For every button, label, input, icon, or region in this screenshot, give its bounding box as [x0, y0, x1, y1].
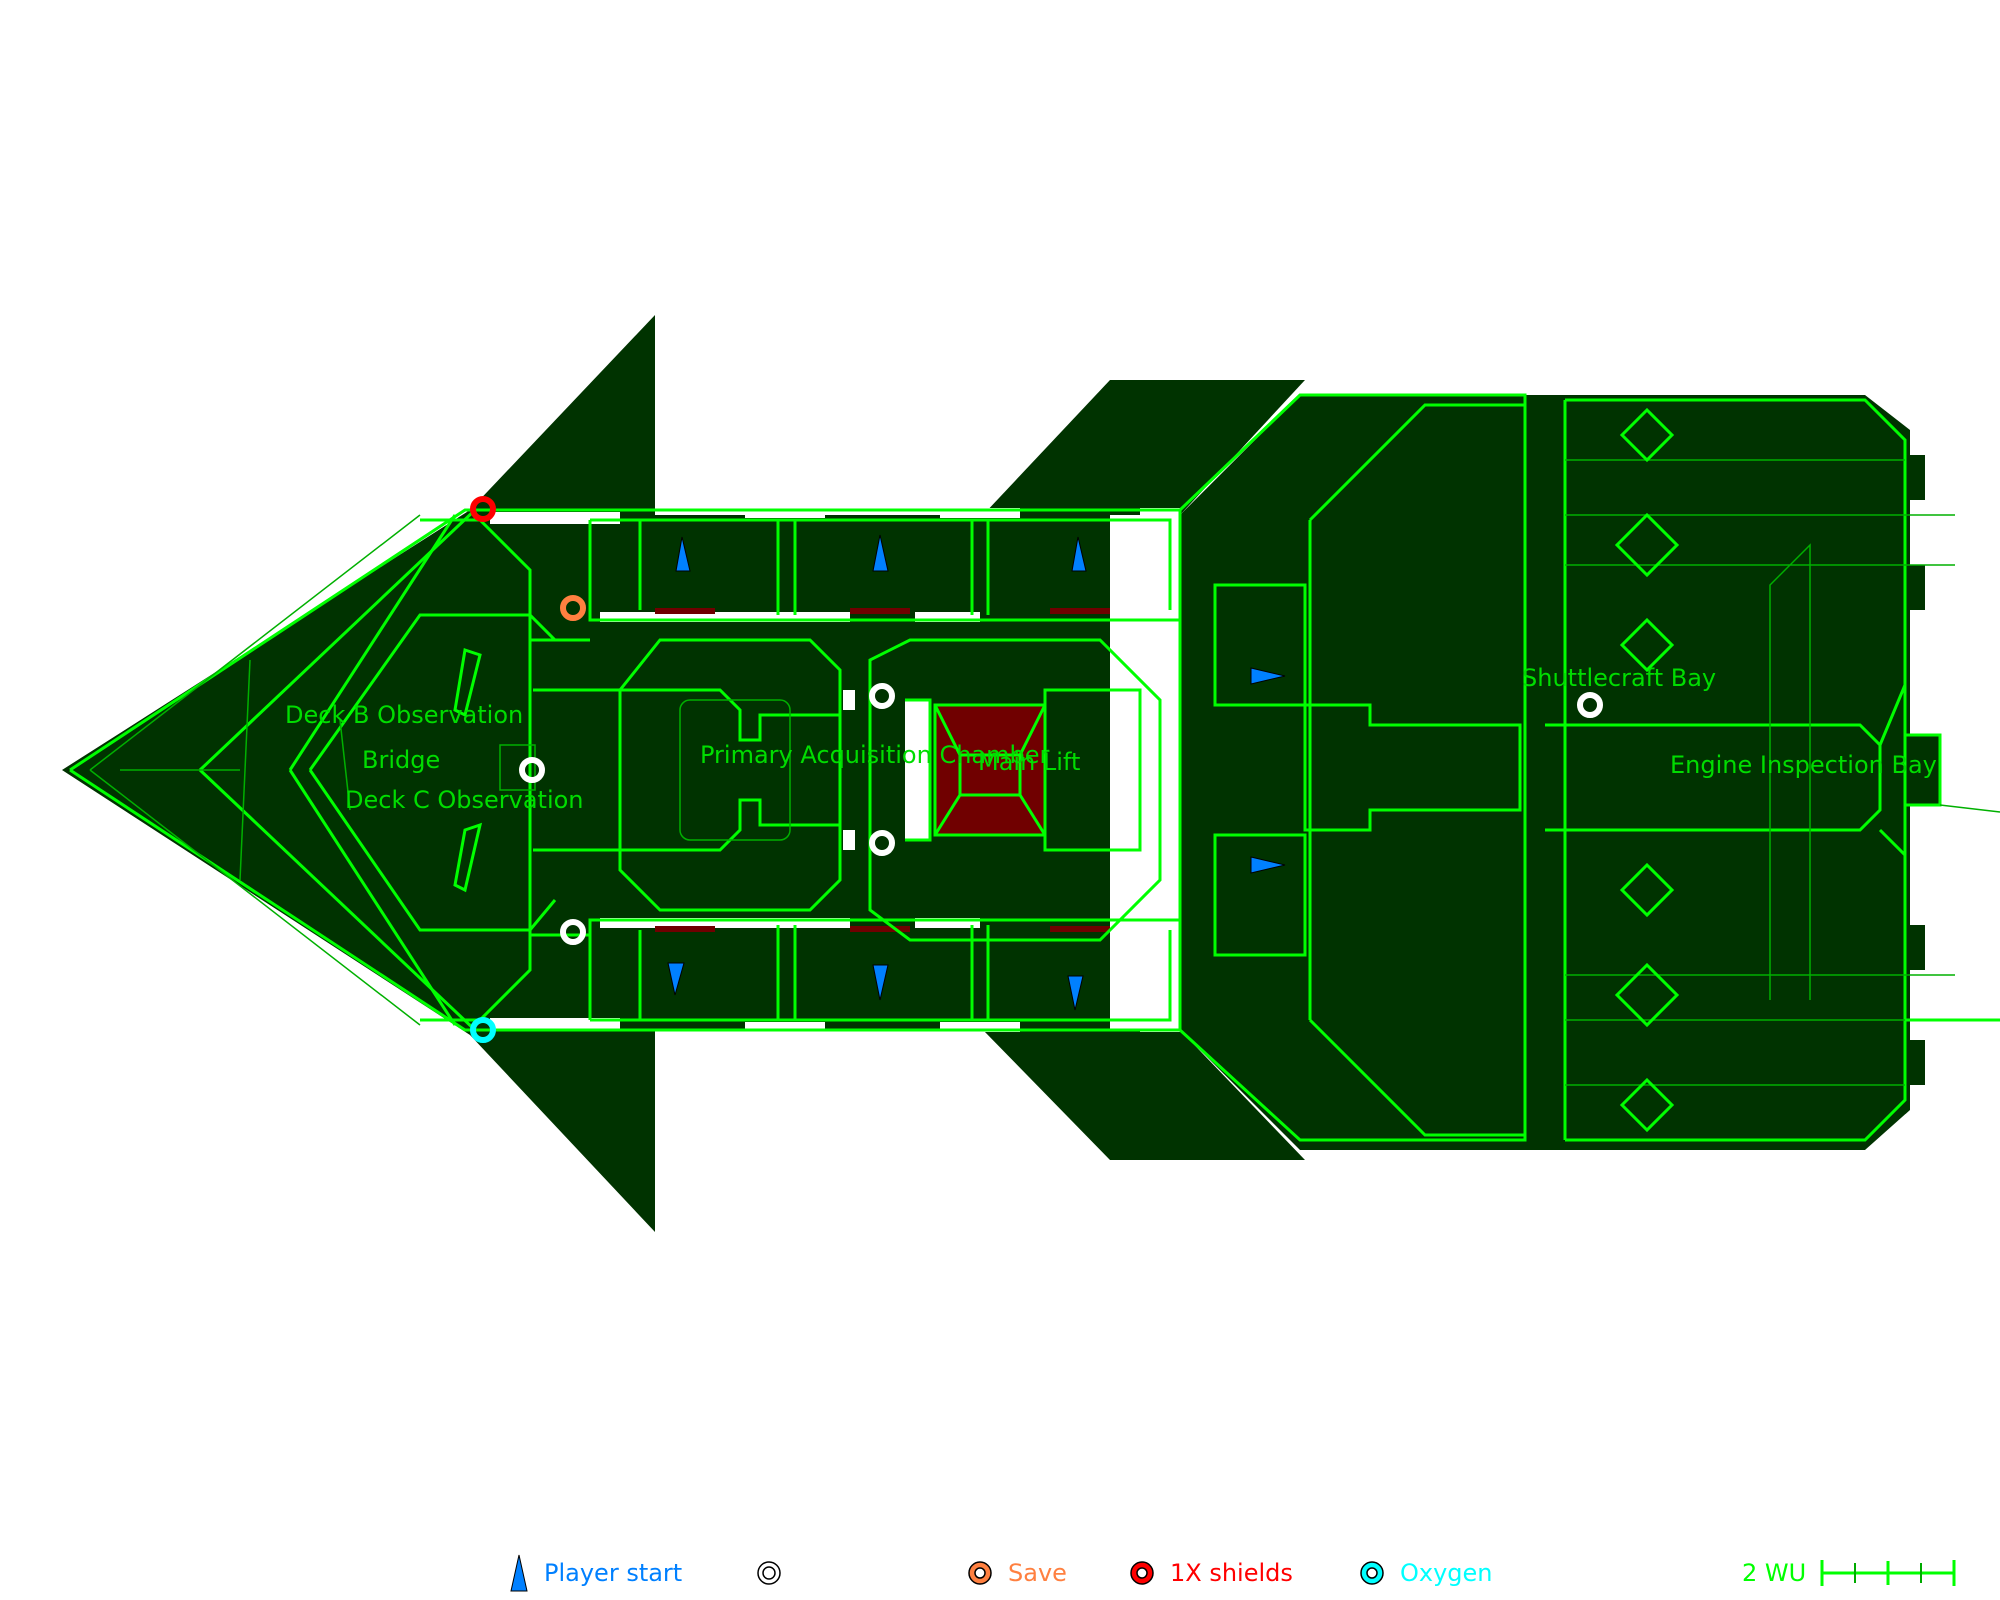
player-start-icon[interactable]: [1071, 536, 1087, 572]
scale-ruler-icon: [1820, 1560, 1956, 1586]
legend-shields: 1X shields: [1128, 1559, 1293, 1587]
engine-fin-1: [1905, 455, 1925, 500]
item-markers: [470, 496, 1603, 1043]
player-start-icon[interactable]: [1250, 856, 1286, 874]
generic-item-icon[interactable]: [519, 757, 545, 783]
shields-ring-icon: [1130, 1561, 1154, 1585]
room-label-engine-inspection-bay: Engine Inspection Bay: [1670, 751, 1937, 779]
shields-item-icon[interactable]: [470, 496, 496, 522]
generic-item-ring-icon: [757, 1561, 781, 1585]
player-start-triangle-icon: [510, 1554, 528, 1592]
oxygen-ring-icon: [1360, 1561, 1384, 1585]
room-label-deck-c-observation: Deck C Observation: [345, 786, 584, 814]
oxygen-item-icon[interactable]: [470, 1017, 496, 1043]
legend-label-save: Save: [1008, 1559, 1067, 1587]
room-label-main-lift: Main Lift: [978, 748, 1080, 776]
player-start-icon[interactable]: [872, 964, 889, 1001]
legend-player-start: Player start: [508, 1553, 682, 1593]
legend-label-player-start: Player start: [544, 1559, 683, 1587]
legend: Player start Save 1X shields Oxygen 2 WU: [0, 1548, 2000, 1598]
room-label-bridge: Bridge: [362, 746, 440, 774]
engine-fin-3: [1905, 925, 1925, 970]
generic-item-icon[interactable]: [869, 683, 895, 709]
scale-bar: 2 WU: [1742, 1558, 1956, 1588]
bow-walls: [69, 508, 590, 1032]
room-label-shuttlecraft-bay: Shuttlecraft Bay: [1522, 664, 1716, 692]
generic-item-icon[interactable]: [869, 830, 895, 856]
hull: [62, 315, 1940, 1232]
generic-item-icon[interactable]: [560, 919, 586, 945]
upper-wing-hull: [983, 380, 1305, 515]
aft-section: [1178, 393, 2000, 1142]
room-label-deck-b-observation: Deck B Observation: [285, 701, 523, 729]
engine-fin-4: [1905, 1040, 1925, 1085]
legend-save: Save: [966, 1559, 1067, 1587]
legend-generic-item: [755, 1559, 783, 1587]
room-label-primary-acquisition-chamber: Primary Acquisition Chamber: [700, 741, 1050, 769]
lower-wing-hull: [983, 1030, 1305, 1160]
bow-hull: [62, 315, 1110, 1232]
player-start-icon[interactable]: [872, 534, 889, 572]
stern-hull: [1180, 395, 1910, 1150]
player-start-icon[interactable]: [1067, 975, 1084, 1011]
engine-fin-2: [1905, 565, 1925, 610]
scale-label: 2 WU: [1742, 1559, 1807, 1587]
generic-item-icon[interactable]: [1577, 692, 1603, 718]
player-start-icon[interactable]: [1250, 667, 1286, 685]
legend-label-oxygen: Oxygen: [1400, 1559, 1493, 1587]
player-start-icon[interactable]: [667, 962, 685, 996]
save-ring-icon: [968, 1561, 992, 1585]
room-labels: Deck B Observation Bridge Deck C Observa…: [285, 664, 1937, 814]
save-item-icon[interactable]: [560, 595, 586, 621]
legend-label-shields: 1X shields: [1170, 1559, 1293, 1587]
central-chambers: [533, 638, 1162, 942]
player-start-icon[interactable]: [675, 536, 691, 572]
engine-nozzle: [1885, 735, 1940, 805]
legend-oxygen: Oxygen: [1358, 1559, 1493, 1587]
player-starts: [667, 534, 1286, 1011]
